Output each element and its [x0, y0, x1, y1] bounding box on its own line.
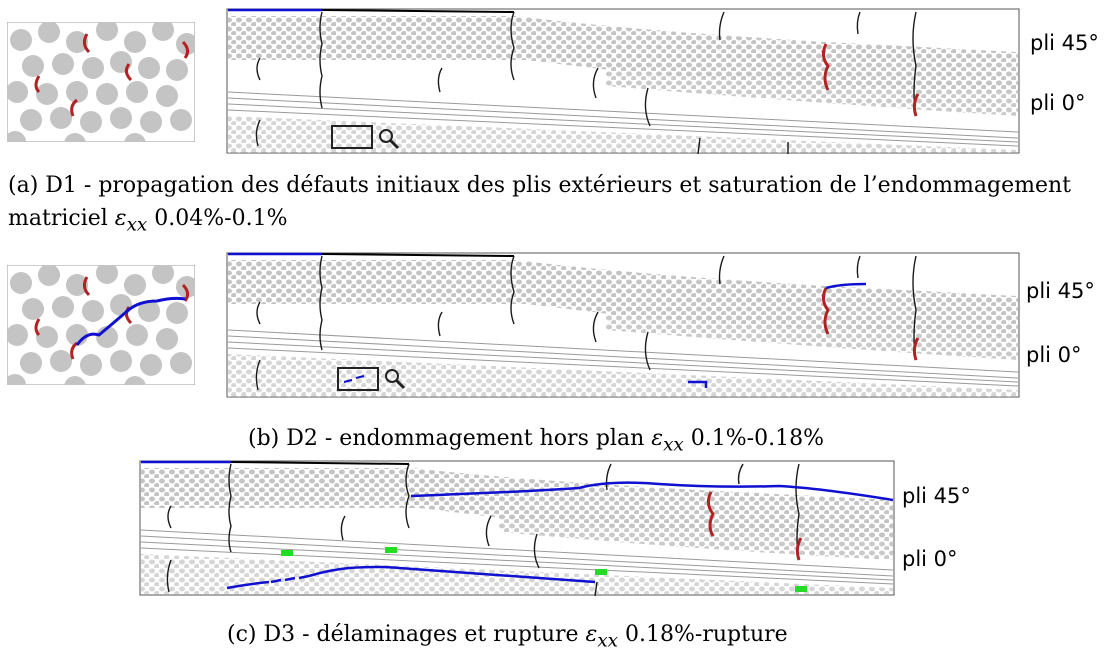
panel-c-ply-0-label: pli 0°: [902, 547, 958, 571]
ply-45-fibers: [228, 16, 1018, 92]
panel-b-ply-0-label: pli 0°: [1026, 343, 1082, 367]
fiber-breaks: [281, 547, 807, 592]
zoom-box: [331, 125, 373, 149]
panel-b-micro-inset: [7, 265, 195, 385]
initial-defects: [706, 491, 803, 561]
panel-a-caption-line1: (a) D1 - propagation des défauts initiau…: [8, 173, 1072, 198]
ply-0-fibers: [140, 529, 894, 585]
fiber-cross-sections: [7, 22, 195, 142]
panel-a-caption-line2: matriciel εxx 0.04%-0.1%: [8, 206, 288, 236]
panel-c-laminate: [139, 460, 895, 596]
initial-defects: [34, 33, 190, 117]
crack-path: [75, 296, 186, 346]
magnifier-icon: [379, 129, 400, 150]
panel-a-micro-inset: [7, 22, 195, 142]
out-of-plane-delamination: [688, 282, 867, 388]
delaminations: [226, 481, 894, 590]
magnifier-icon: [385, 369, 406, 390]
fiber-cross-sections: [7, 265, 195, 385]
panel-a-laminate: [226, 8, 1020, 154]
ply-0-fibers: [227, 91, 1019, 147]
initial-defects: [821, 43, 920, 117]
panel-c-ply-45-label: pli 45°: [902, 484, 971, 508]
zoom-box: [337, 367, 379, 391]
panel-b-ply-45-label: pli 45°: [1026, 279, 1095, 303]
initial-defects: [821, 287, 920, 361]
ply-0-fibers: [227, 329, 1019, 387]
panel-c-caption: (c) D3 - délaminages et rupture εxx 0.18…: [227, 622, 788, 652]
panel-a-ply-45-label: pli 45°: [1030, 31, 1099, 55]
panel-b-laminate: [226, 252, 1020, 398]
panel-b-caption: (b) D2 - endommagement hors plan εxx 0.1…: [248, 426, 824, 456]
panel-a-ply-0-label: pli 0°: [1030, 91, 1086, 115]
